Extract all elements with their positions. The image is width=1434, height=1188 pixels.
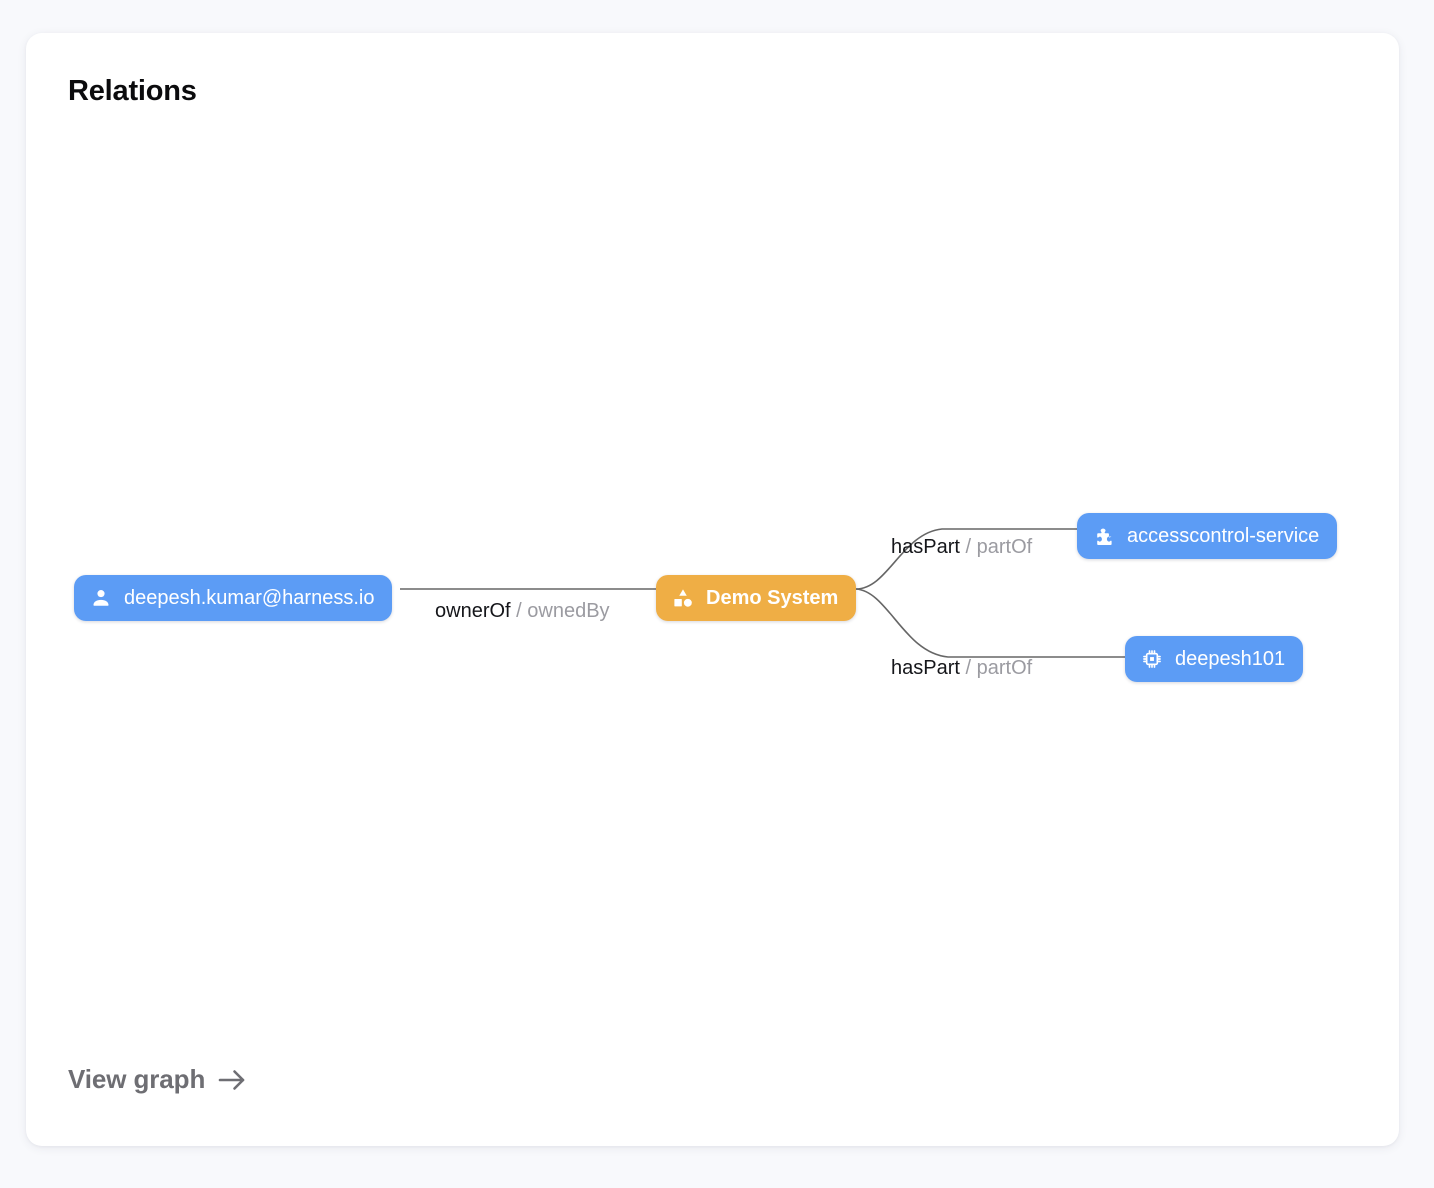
edge-label-separator: / [965, 536, 972, 558]
relations-graph: deepesh.kumar@harness.io Demo System acc… [26, 33, 1399, 1146]
edge-label-reverse: ownedBy [527, 600, 610, 622]
edge-label-reverse: partOf [976, 657, 1033, 679]
graph-node-label: deepesh.kumar@harness.io [124, 587, 375, 609]
view-graph-link[interactable]: View graph [68, 1064, 247, 1095]
edge-label-separator: / [516, 600, 522, 622]
category-icon [672, 587, 694, 609]
edge-system-resource [855, 588, 1125, 658]
edge-label-forward: hasPart [891, 657, 960, 679]
edge-label-forward: ownerOf [435, 600, 511, 622]
edge-label-forward: hasPart [891, 536, 960, 558]
graph-node-label: Demo System [706, 587, 839, 609]
graph-node-service[interactable]: accesscontrol-service [1077, 513, 1338, 559]
graph-node-user[interactable]: deepesh.kumar@harness.io [74, 575, 393, 621]
edge-label-has-part-service: hasPart / partOf [891, 537, 1032, 557]
graph-node-system[interactable]: Demo System [656, 575, 857, 621]
edge-label-has-part-resource: hasPart / partOf [891, 658, 1032, 678]
graph-node-label: accesscontrol-service [1127, 525, 1320, 547]
puzzle-piece-icon [1093, 525, 1115, 547]
person-icon [90, 587, 112, 609]
relations-card: Relations deepesh.kumar@harness.io [26, 33, 1399, 1146]
arrow-right-icon [217, 1067, 247, 1093]
edge-label-owner-of: ownerOf / ownedBy [435, 601, 610, 621]
view-graph-label: View graph [68, 1064, 206, 1094]
graph-node-resource[interactable]: deepesh101 [1125, 636, 1304, 682]
page-title: Relations [68, 75, 197, 107]
cpu-chip-icon [1141, 648, 1163, 670]
edge-label-separator: / [965, 657, 972, 679]
edge-label-reverse: partOf [976, 536, 1033, 558]
graph-node-label: deepesh101 [1175, 648, 1286, 670]
